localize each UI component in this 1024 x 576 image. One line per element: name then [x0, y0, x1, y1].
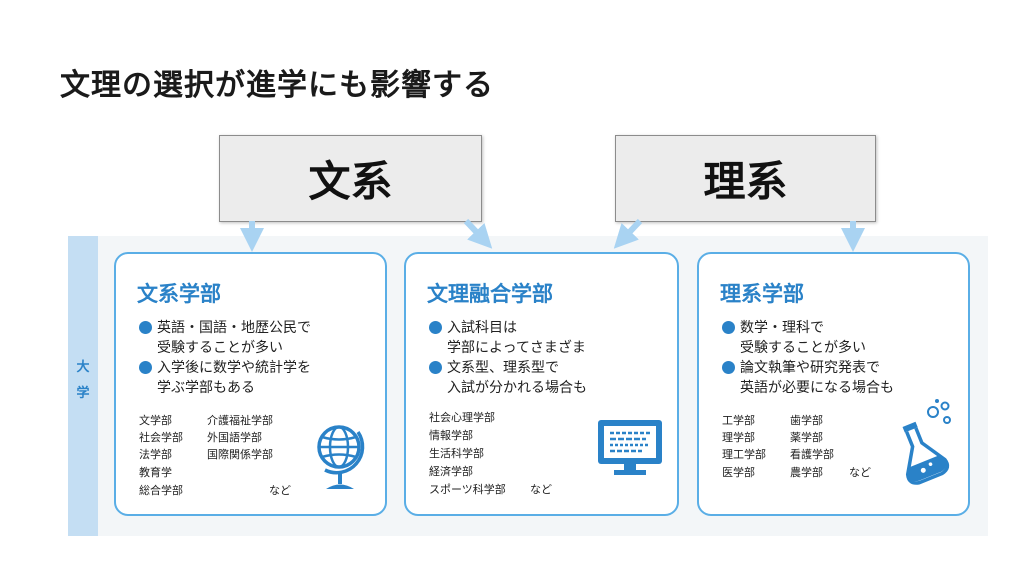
side-label: 大学	[72, 355, 94, 407]
category-rikei-box: 理系	[615, 135, 876, 222]
card-title: 文系学部	[137, 282, 221, 306]
bullet-dot	[722, 361, 735, 374]
category-rikei-label: 理系	[703, 157, 788, 206]
arrow-bunkei-to-yugo	[463, 218, 493, 249]
bullet-line: 受験することが多い	[157, 340, 283, 356]
bullet-dot	[722, 321, 735, 334]
department: 介護福祉学部	[207, 414, 273, 427]
bullet-line: 入試が分かれる場合も	[447, 380, 587, 396]
side-bar	[68, 236, 98, 536]
bullet-line: 英語が必要になる場合も	[740, 380, 894, 396]
bullet-line: 学部によってさまざま	[447, 340, 586, 356]
bullet-item: 文系型、理系型で 入試が分かれる場合も	[429, 358, 587, 398]
department: 医学部	[722, 466, 755, 479]
globe-icon	[317, 425, 365, 489]
department: 情報学部	[429, 429, 473, 442]
department: 経済学部	[429, 465, 473, 478]
department: 社会学部	[139, 431, 183, 444]
bullet-dot	[429, 361, 442, 374]
bullet-item: 入学後に数学や統計学を 学ぶ学部もある	[139, 358, 311, 398]
bullet-line: 学ぶ学部もある	[157, 380, 255, 396]
department: 文学部	[139, 414, 172, 427]
category-bunkei-box: 文系	[219, 135, 482, 222]
card-rikei: 理系学部 数学・理科で 受験することが多い 論文執筆や研究発表で 英語が必要にな…	[697, 252, 970, 516]
department: 理学部	[722, 431, 755, 444]
department: 社会心理学部	[429, 411, 495, 424]
department: 歯学部	[790, 414, 823, 427]
card-yugo: 文理融合学部 入試科目は 学部によってさまざま 文系型、理系型で 入試が分かれる…	[404, 252, 679, 516]
bullet-item: 論文執筆や研究発表で 英語が必要になる場合も	[722, 358, 894, 398]
category-bunkei-label: 文系	[308, 157, 393, 206]
department: 看護学部	[790, 448, 834, 461]
card-title: 文理融合学部	[427, 282, 553, 306]
bullet-line: 入試科目は	[447, 320, 517, 336]
bullet-line: 受験することが多い	[740, 340, 866, 356]
department: 法学部	[139, 448, 172, 461]
department: 農学部	[790, 466, 823, 479]
card-title: 理系学部	[720, 282, 804, 306]
department: 工学部	[722, 414, 755, 427]
bullet-item: 英語・国語・地歴公民で 受験することが多い	[139, 318, 311, 358]
department: 総合学部	[139, 484, 183, 497]
bullet-line: 論文執筆や研究発表で	[740, 360, 880, 376]
department: 教育学	[139, 466, 172, 479]
bullet-line: 文系型、理系型で	[447, 360, 559, 376]
bullet-line: 英語・国語・地歴公民で	[157, 320, 311, 336]
bullet-line: 数学・理科で	[740, 320, 824, 336]
bullet-dot	[139, 321, 152, 334]
bullet-dot	[139, 361, 152, 374]
department: スポーツ科学部	[429, 483, 506, 496]
flask-icon	[902, 399, 951, 485]
page-title: 文理の選択が進学にも影響する	[60, 68, 494, 103]
department: 薬学部	[790, 431, 823, 444]
monitor-icon	[598, 420, 662, 475]
arrow-rikei-to-yugo	[613, 218, 643, 249]
etc-label: など	[530, 483, 552, 496]
bullet-item: 入試科目は 学部によってさまざま	[429, 318, 586, 358]
department: 国際関係学部	[207, 448, 273, 461]
department: 生活科学部	[429, 447, 484, 460]
etc-label: など	[269, 484, 291, 497]
side-label-text: 大学	[76, 360, 90, 401]
bullet-dot	[429, 321, 442, 334]
etc-label: など	[849, 466, 871, 479]
bullet-line: 入学後に数学や統計学を	[157, 360, 311, 376]
department: 外国語学部	[207, 431, 262, 444]
bullet-item: 数学・理科で 受験することが多い	[722, 318, 866, 358]
card-bunkei: 文系学部 英語・国語・地歴公民で 受験することが多い 入学後に数学や統計学を 学…	[114, 252, 387, 516]
department: 理工学部	[722, 448, 766, 461]
